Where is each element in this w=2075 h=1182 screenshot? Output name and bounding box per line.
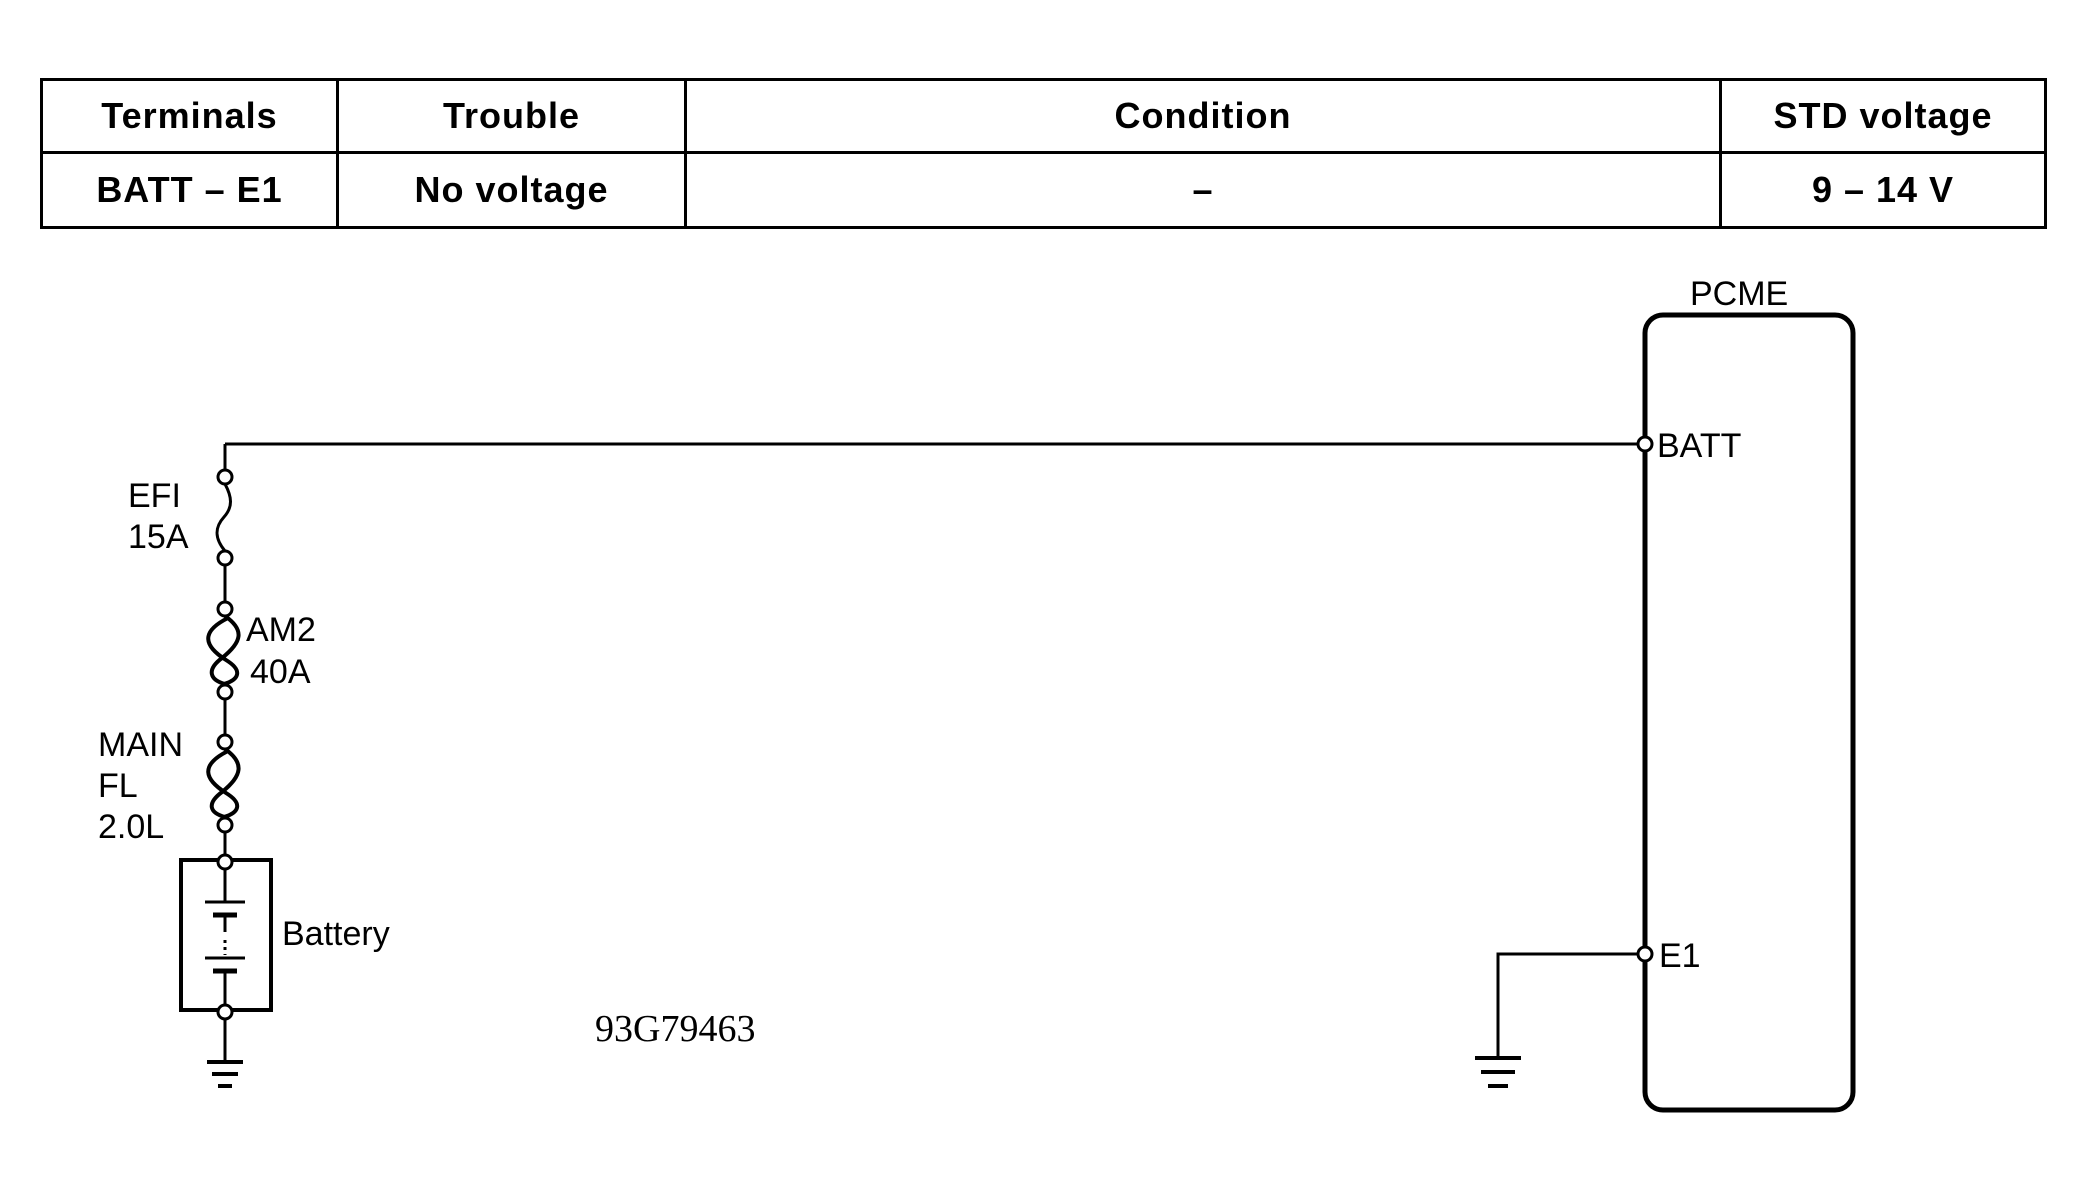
cell-std-voltage: 9 – 14 V (1719, 151, 2047, 229)
e1-terminal (1636, 945, 1654, 963)
header-trouble: Trouble (336, 78, 687, 154)
pcme-label: PCME (1690, 275, 1788, 313)
am2-fuse-rating: 40A (250, 653, 311, 691)
am2-terminal-bottom (216, 683, 234, 701)
battery-cells-icon (205, 869, 245, 1004)
battery-terminal-bottom (216, 1003, 234, 1021)
efi-fuse-terminal-bottom (216, 549, 234, 567)
main-fl-name: MAIN (98, 726, 183, 764)
cell-condition: – (684, 151, 1722, 229)
pcme-box (1642, 312, 1856, 1113)
efi-fuse-rating: 15A (128, 518, 189, 556)
header-std-voltage: STD voltage (1719, 78, 2047, 154)
spec-table: Terminals Trouble Condition STD voltage … (40, 78, 2047, 229)
main-fl-terminal-top (216, 733, 234, 751)
am2-terminal-top (216, 600, 234, 618)
header-condition: Condition (684, 78, 1722, 154)
ground-right-icon (1475, 1056, 1521, 1088)
batt-terminal (1636, 435, 1654, 453)
table-header-row: Terminals Trouble Condition STD voltage (40, 78, 2047, 154)
efi-fuse-terminal-top (216, 468, 234, 486)
main-fl-rating: 2.0L (98, 808, 164, 846)
battery-terminal-top (216, 853, 234, 871)
figure-code: 93G79463 (595, 1008, 755, 1050)
main-fl-fusible-icon (206, 747, 241, 819)
am2-fusible-icon (206, 614, 241, 686)
efi-fuse-name: EFI (128, 477, 181, 515)
main-fl-terminal-bottom (216, 816, 234, 834)
table-row: BATT – E1 No voltage – 9 – 14 V (40, 151, 2047, 229)
main-fl-type: FL (98, 767, 138, 805)
batt-terminal-label: BATT (1657, 427, 1741, 465)
efi-fuse-icon (215, 483, 232, 552)
cell-trouble: No voltage (336, 151, 687, 229)
e1-wire (1496, 952, 1638, 1058)
battery-label: Battery (282, 915, 390, 953)
cell-terminals: BATT – E1 (40, 151, 339, 229)
header-terminals: Terminals (40, 78, 339, 154)
ground-left-icon (207, 1060, 243, 1088)
e1-terminal-label: E1 (1659, 937, 1701, 975)
am2-fuse-name: AM2 (246, 611, 316, 649)
